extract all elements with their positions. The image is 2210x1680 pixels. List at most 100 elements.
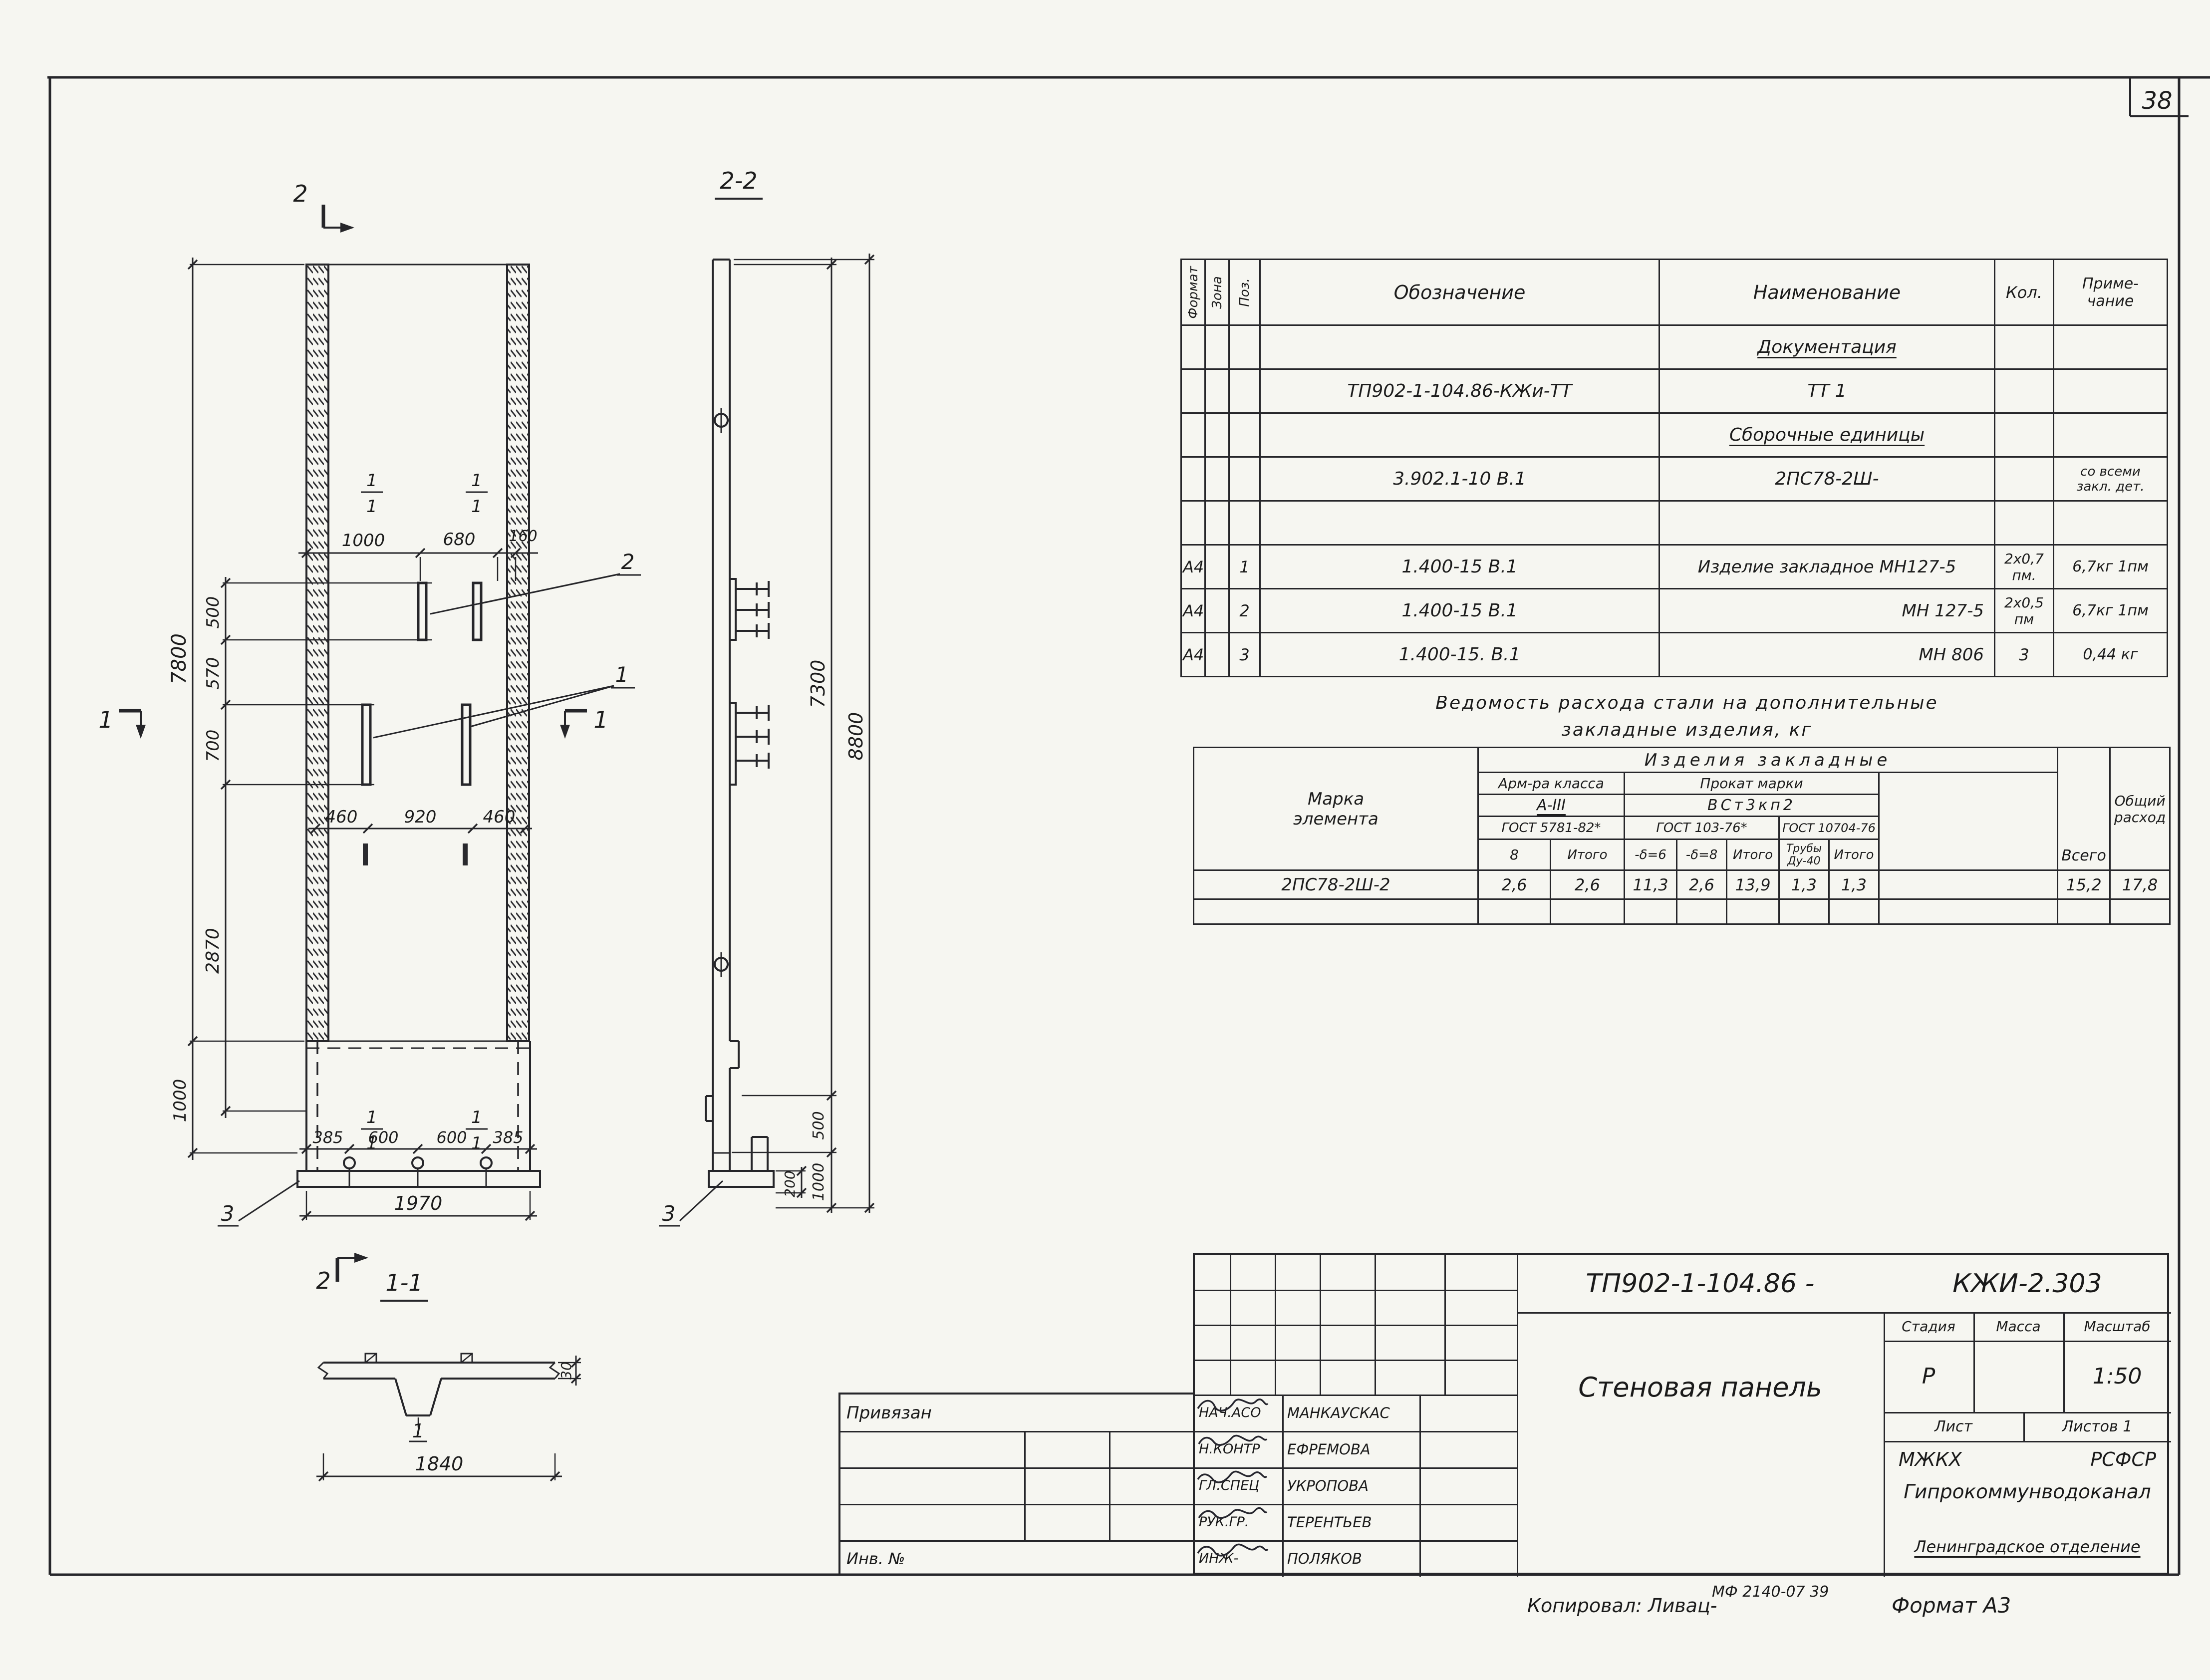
mark-1: 1 (366, 471, 377, 491)
mass-label: Масса (1996, 1318, 2041, 1335)
divider (2023, 1412, 2025, 1441)
dim-1970: 1970 (394, 1192, 443, 1214)
value-cell: 2,6 (1676, 869, 1727, 900)
cell-format (1180, 324, 1206, 370)
dim-460: 460 (483, 807, 516, 827)
cell-qty: 2х0,7 пм. (1994, 544, 2054, 589)
col-name: Наименование (1658, 259, 1995, 326)
empty-cell (1193, 898, 1479, 925)
value-cell: 17,8 (2109, 869, 2171, 900)
value-cell (1878, 869, 2059, 900)
paper-format-note: Формат А3 (1892, 1593, 2011, 1618)
cell-qty: 3 (1994, 632, 2054, 677)
empty-cell (1550, 898, 1625, 925)
value-cell: 2,6 (1477, 869, 1551, 900)
gost-10704: ГОСТ 10704-76 (1778, 816, 1880, 840)
value-cell: 1,3 (1828, 869, 1880, 900)
value-cell: 13,9 (1726, 869, 1780, 900)
col-format: Формат (1180, 259, 1206, 326)
steel-empty-row (1193, 898, 2171, 925)
org-republic: РСФСР (2090, 1448, 2156, 1470)
person-name: ТЕРЕНТЬЕВ (1287, 1513, 1372, 1531)
sheet-label: Лист (1934, 1417, 1973, 1435)
cell-designation: ТП902-1-104.86-КЖи-ТТ (1259, 368, 1660, 414)
cell-name: МН 127-5 (1658, 588, 1995, 633)
empty-cell (2109, 898, 2171, 925)
dim-500-side: 500 (810, 1111, 828, 1139)
steel-header-row: Марка элемента Изделия закладные Всего О… (1193, 747, 2171, 871)
cell-format: А4 (1180, 632, 1206, 677)
dim-570: 570 (203, 657, 223, 690)
col-zone-label: Зона (1209, 276, 1225, 309)
signature-row: РУК.ГР. ТЕРЕНТЬЕВ (1195, 1504, 1517, 1540)
section-marker-2-bottom: 2 (316, 1267, 330, 1294)
title-block: ТП902-1-104.86 - КЖИ-2.303 Стеновая пане… (1193, 1253, 2171, 1577)
steel-data-row: 2ПС78-2Ш-2 2,6 2,6 11,3 2,6 13,9 1,3 1,3… (1193, 869, 2171, 900)
mark-1: 1 (471, 471, 482, 491)
person-name: УКРОПОВА (1287, 1477, 1369, 1494)
cell-note (2053, 368, 2168, 414)
cell-zone (1204, 412, 1230, 458)
drawing-title: Стеновая панель (1517, 1312, 1884, 1462)
dim-7800: 7800 (168, 633, 191, 684)
scale-value: 1:50 (2092, 1364, 2142, 1389)
spec-row (1180, 500, 2168, 546)
dim-1000: 1000 (342, 531, 385, 551)
org-line-1: МЖКХ РСФСР (1884, 1444, 2171, 1474)
panel-elevation-view (296, 264, 541, 1188)
vsego-header: Всего (2057, 747, 2111, 871)
signature-row: НАЧ.АСО МАНКАУСКАС (1195, 1395, 1517, 1431)
dim-460: 460 (325, 807, 358, 827)
signature-row: Н.КОНТР ЕФРЕМОВА (1195, 1431, 1517, 1467)
cell-qty: 2х0,5 пм (1994, 588, 2054, 633)
divider (1109, 1431, 1110, 1540)
cell-designation: 1.400-15 В.1 (1259, 588, 1660, 633)
spec-row: Сборочные единицы (1180, 412, 2168, 458)
class-a3: А-III (1477, 794, 1625, 817)
cell-pos (1228, 500, 1261, 546)
divider (1195, 1325, 1517, 1326)
divider (1230, 1255, 1231, 1395)
org-line-3: Ленинградское отделение (1914, 1537, 2141, 1556)
divider (1517, 1312, 2171, 1314)
cell-name (1658, 500, 1995, 546)
mark-element-header: Марка элемента (1193, 747, 1479, 871)
col-designation: Обозначение (1259, 259, 1660, 326)
cell-note: 6,7кг 1пм (2053, 588, 2168, 633)
sheet-frame (47, 76, 2210, 1576)
col-pos: Поз. (1228, 259, 1261, 326)
cell-designation: 1.400-15 В.1 (1259, 544, 1660, 589)
dim-700: 700 (203, 730, 223, 762)
cell-zone (1204, 368, 1230, 414)
cell-qty (1994, 412, 2054, 458)
dim-920: 920 (404, 807, 437, 827)
dim-385: 385 (493, 1128, 523, 1147)
stage-value: Р (1922, 1364, 1935, 1389)
cell-qty (1994, 456, 2054, 502)
dim-600: 600 (436, 1128, 467, 1147)
cell-note: 0,44 кг (2053, 632, 2168, 677)
col-qty: Кол. (1994, 259, 2054, 326)
steel-title-line2: закладные изделия, кг (1561, 720, 1813, 740)
divider (2063, 1312, 2065, 1412)
divider (1195, 1395, 1517, 1396)
mark-1: 1 (471, 1133, 482, 1153)
cell-designation (1259, 324, 1660, 370)
mark-1: 1 (366, 497, 377, 517)
section-1-1-view (316, 1353, 581, 1482)
callout-leaders (218, 573, 724, 1227)
cell-qty (1994, 324, 2054, 370)
form-stamp: МФ 2140-07 39 (1712, 1583, 1829, 1601)
divider (1195, 1431, 1517, 1432)
divider (1320, 1255, 1321, 1395)
divider (1444, 1255, 1446, 1395)
dim-30: 30 (558, 1362, 574, 1380)
divider (840, 1467, 1197, 1469)
steel-header-row: А-III ВСт3кп2 (1194, 794, 2170, 817)
section-marker-1-right: 1 (593, 706, 608, 733)
person-name: МАНКАУСКАС (1287, 1404, 1390, 1421)
cell-format: А4 (1180, 544, 1206, 589)
callout-pos-1: 1 (615, 662, 629, 687)
dim-1840: 1840 (415, 1453, 464, 1475)
